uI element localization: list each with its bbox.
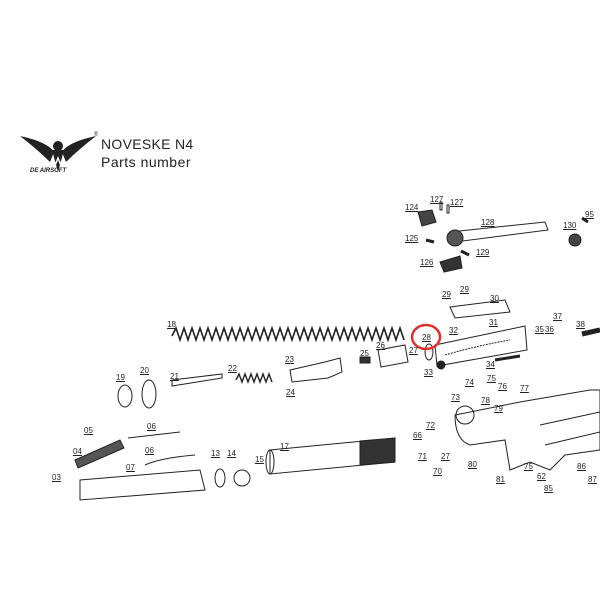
part-label: 81 [496,475,505,484]
part-label: 72 [426,421,435,430]
part-label: 76 [498,382,507,391]
part-label: 35 [535,325,544,334]
brand-name: DE AIRSOFT [30,168,67,174]
part-label: 71 [418,452,427,461]
part-label: 125 [405,234,419,243]
part-26 [377,344,409,368]
part-label: 04 [73,447,82,456]
part-14 [233,469,251,487]
spring-18 [171,325,405,343]
part-label-highlighted: 28 [422,333,431,342]
part-label: 62 [537,472,546,481]
part-label: 29 [442,290,451,299]
part-label: 66 [413,431,422,440]
part-label: 19 [116,373,125,382]
part-label: 34 [486,360,495,369]
part-label: 07 [126,463,135,472]
part-label: 85 [544,484,553,493]
part-127b [446,204,450,214]
part-label: 86 [577,462,586,471]
part-label: 23 [285,355,294,364]
part-95 [581,216,589,224]
part-label: 95 [585,210,594,219]
part-04 [74,439,125,469]
part-label: 79 [494,404,503,413]
lower-receiver [454,389,600,471]
part-label: 25 [360,349,369,358]
part-label: 36 [545,325,554,334]
part-13 [214,468,226,488]
part-label: 73 [451,393,460,402]
part-label: 17 [280,442,289,451]
part-label: 130 [563,221,577,230]
part-label: 03 [52,473,61,482]
part-21 [171,373,223,387]
part-124 [417,209,437,227]
part-label: 30 [490,294,499,303]
part-label: 70 [433,467,442,476]
page-title: NOVESKE N4 [101,136,194,152]
eagle-logo: ® [20,131,98,172]
part-label: 37 [553,312,562,321]
part-label: 75 [487,374,496,383]
part-label: 80 [468,460,477,469]
part-25 [359,356,371,364]
part-label: 06 [147,422,156,431]
part-label: 05 [84,426,93,435]
stock-07 [79,469,206,501]
part-06b [144,454,196,466]
charging-latch [446,229,464,247]
part-label: 18 [167,320,176,329]
part-label: 26 [376,341,385,350]
part-label: 124 [405,203,419,212]
part-label: 27 [441,452,450,461]
part-129 [460,249,470,257]
part-label: 31 [489,318,498,327]
charging-handle [449,221,549,243]
part-127a [439,201,443,211]
part-label: 127 [450,198,464,207]
part-label: 74 [465,378,474,387]
part-label: 06 [145,446,154,455]
highlight-circle [410,323,442,351]
part-label: 20 [140,366,149,375]
page-subtitle: Parts number [101,154,192,170]
part-34 [494,354,521,362]
bolt-carrier [434,325,528,367]
part-label: 33 [424,368,433,377]
part-label: 78 [481,396,490,405]
part-label: 14 [227,449,236,458]
part-label: 32 [449,326,458,335]
part-label: 128 [481,218,495,227]
part-label: 21 [170,372,179,381]
part-label: 13 [211,449,220,458]
part-33 [436,360,446,370]
part-label: 22 [228,364,237,373]
part-label: 27 [409,346,418,355]
part-label: 29 [460,285,469,294]
part-06a [127,431,181,439]
part-130 [568,233,582,247]
part-label: 75 [524,462,533,471]
part-23 [289,357,343,383]
part-label: 24 [286,388,295,397]
part-125 [425,238,435,244]
part-label: 127 [430,195,444,204]
part-label: 77 [520,384,529,393]
part-label: 129 [476,248,490,257]
part-label: 126 [420,258,434,267]
part-label: 15 [255,455,264,464]
part-30 [449,299,511,319]
part-38 [581,327,600,337]
part-label: 87 [588,475,597,484]
svg-text:®: ® [94,131,98,138]
part-label: 38 [576,320,585,329]
spring-22 [235,372,273,384]
part-28 [424,343,434,361]
part-19 [117,384,133,408]
part-20 [141,379,157,409]
part-126 [439,255,463,273]
